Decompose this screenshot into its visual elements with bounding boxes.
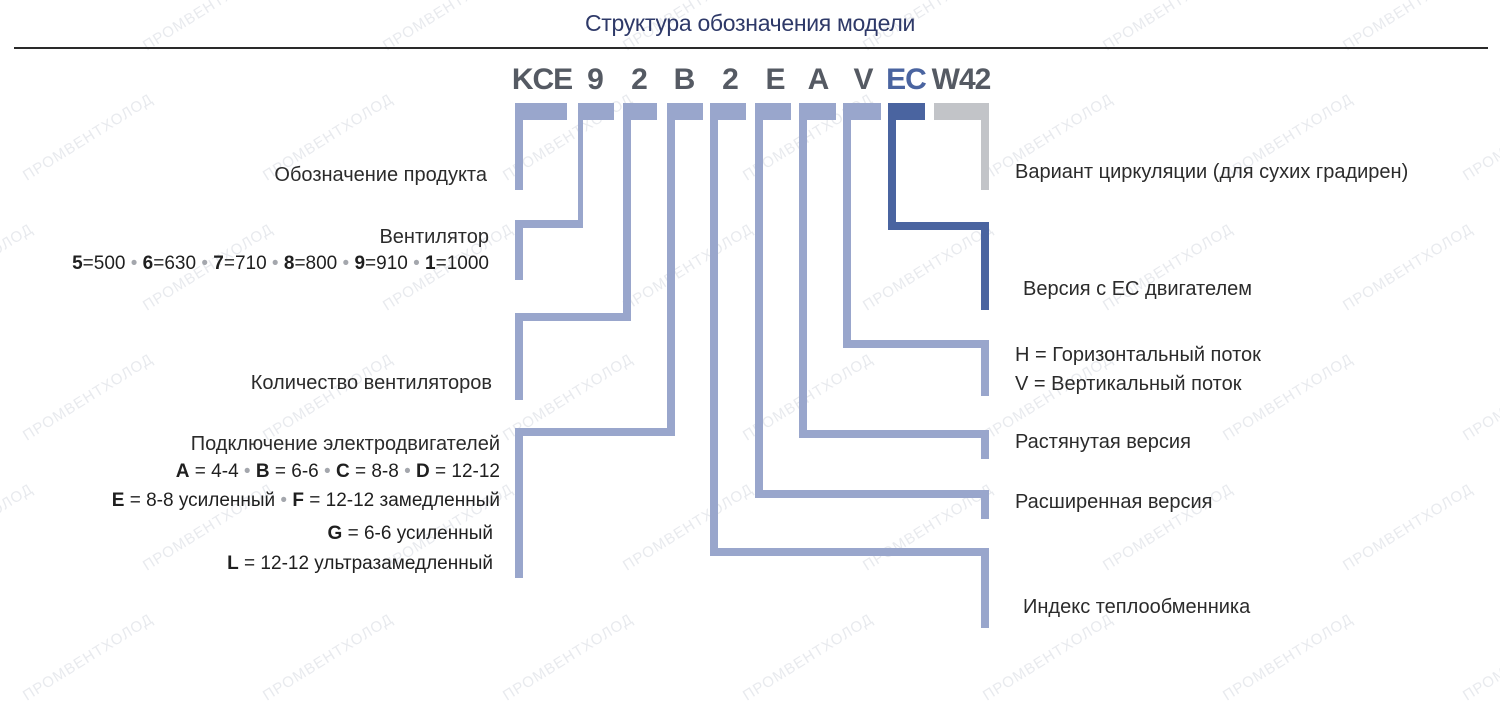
code-segment-flow: V: [853, 63, 873, 96]
motor-option-key: L: [227, 553, 239, 574]
label-flow-vertical: V = Вертикальный поток: [1015, 373, 1242, 395]
motor-option-key: F: [292, 490, 304, 511]
label-extended: Растянутая версия: [1015, 431, 1191, 453]
fan-size-key: 1: [425, 253, 436, 274]
label-widened: Расширенная версия: [1015, 491, 1213, 513]
motor-options-row-4: L = 12-12 ультразамедленный: [227, 553, 493, 575]
fan-size-key: 8: [283, 253, 295, 274]
code-segment-circulation: W42: [931, 63, 992, 96]
label-fan: Вентилятор: [379, 226, 489, 248]
code-segment-ec: EC: [886, 63, 927, 96]
label-flow-horizontal: H = Горизонтальный поток: [1015, 344, 1261, 366]
fan-size-value: =630: [153, 253, 197, 274]
motor-options-row-2: E = 8-8 усиленный • F = 12-12 замедленны…: [111, 490, 500, 511]
code-segment-widened: E: [765, 63, 785, 96]
code-segment-extended: A: [807, 63, 830, 96]
connector-product: [515, 103, 567, 190]
motor-options-row-1: A = 4-4 • B = 6-6 • C = 8-8 • D = 12-12: [175, 461, 500, 482]
code-segment-hx-index: 2: [722, 63, 739, 96]
motor-option-value: = 8-8 усиленный: [124, 490, 276, 511]
motor-option-key: G: [327, 523, 343, 544]
label-product: Обозначение продукта: [274, 164, 487, 186]
motor-option-value: = 4-4: [189, 461, 239, 482]
motor-option-value: = 6-6: [269, 461, 319, 482]
label-hx-index: Индекс теплообменника: [1023, 596, 1251, 618]
fan-size-key: 9: [354, 253, 366, 274]
connector-fan: [515, 103, 614, 280]
motor-option-key: E: [111, 490, 125, 511]
fan-size-key: 6: [142, 253, 154, 274]
diagram-title: Структура обозначения модели: [584, 10, 916, 36]
label-motor: Подключение электродвигателей: [190, 433, 500, 455]
connector-ec: [888, 103, 989, 310]
label-circulation: Вариант циркуляции (для сухих градирен): [1015, 161, 1409, 183]
motor-option-value: = 12-12 ультразамедленный: [238, 553, 493, 574]
connector-lines: [515, 103, 989, 628]
code-segment-kce: KCE: [511, 63, 573, 96]
motor-option-key: D: [416, 461, 430, 482]
fan-size-value: =710: [223, 253, 267, 274]
code-segment-fan-count: 2: [631, 63, 648, 96]
fan-size-value: =800: [294, 253, 338, 274]
connector-motor: [515, 103, 703, 578]
fan-size-value: =1000: [435, 253, 489, 274]
motor-option-value: = 12-12 замедленный: [303, 490, 500, 511]
motor-option-value: = 12-12: [429, 461, 500, 482]
fan-size-key: 5: [72, 253, 83, 274]
label-fan-count: Количество вентиляторов: [250, 372, 492, 394]
fan-size-key: 7: [213, 253, 224, 274]
connector-fan-count: [515, 103, 657, 400]
code-segment-fan-size: 9: [587, 63, 604, 96]
motor-option-key: A: [175, 461, 190, 482]
fan-size-value: =910: [365, 253, 408, 274]
title-underline: [14, 47, 1488, 49]
fan-size-value: =500: [82, 253, 126, 274]
connector-widened: [755, 103, 989, 519]
motor-option-value: = 6-6 усиленный: [342, 523, 493, 544]
motor-option-key: B: [255, 461, 270, 482]
fan-size-options: 5=500 • 6=630 • 7=710 • 8=800 • 9=910 • …: [72, 253, 489, 274]
motor-options-row-3: G = 6-6 усиленный: [328, 523, 493, 545]
code-segment-motor: B: [673, 63, 696, 96]
connector-flow: [843, 103, 989, 396]
motor-option-key: C: [335, 461, 350, 482]
motor-option-value: = 8-8: [349, 461, 399, 482]
connector-circulation: [934, 103, 989, 190]
label-ec-version: Версия с ЕС двигателем: [1023, 278, 1252, 300]
